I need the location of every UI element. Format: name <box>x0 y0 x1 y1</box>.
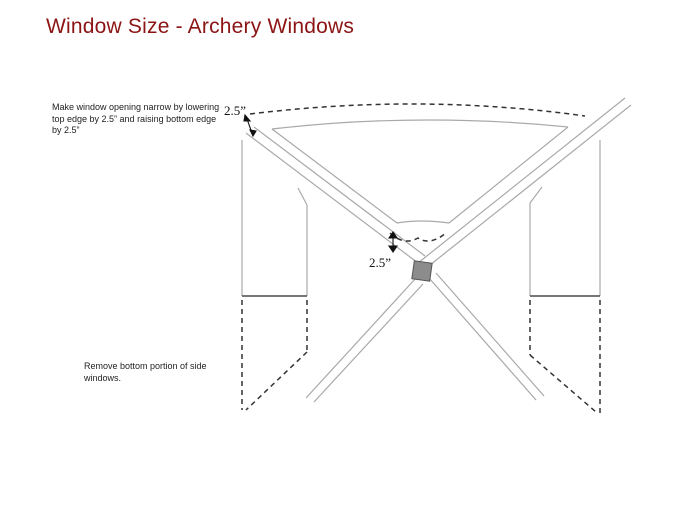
left-window-removed-portion <box>241 300 308 411</box>
cross-arm-lower-left <box>305 277 424 403</box>
cross-arm-lower-right <box>428 272 545 401</box>
cross-arm-upper-right <box>417 97 632 270</box>
left-side-window <box>241 140 308 297</box>
original-bottom-edge-dashed <box>389 232 447 242</box>
top-dimension-arrow <box>243 113 257 138</box>
top-window-frame <box>271 119 569 224</box>
side-window-note: Remove bottom portion of side windows. <box>84 361 207 383</box>
top-dimension-label: 2.5” <box>224 103 247 118</box>
page-title: Window Size - Archery Windows <box>46 15 355 38</box>
top-edge-note: Make window opening narrow by lowering t… <box>52 102 220 135</box>
right-window-removed-portion <box>529 300 601 414</box>
original-top-edge-dashed <box>249 103 586 117</box>
center-dimension-label: 2.5” <box>369 255 392 270</box>
right-side-window <box>529 140 601 297</box>
center-hub-block <box>411 260 433 282</box>
center-dimension-arrow <box>387 231 399 253</box>
cross-arm-upper-left <box>245 126 426 264</box>
